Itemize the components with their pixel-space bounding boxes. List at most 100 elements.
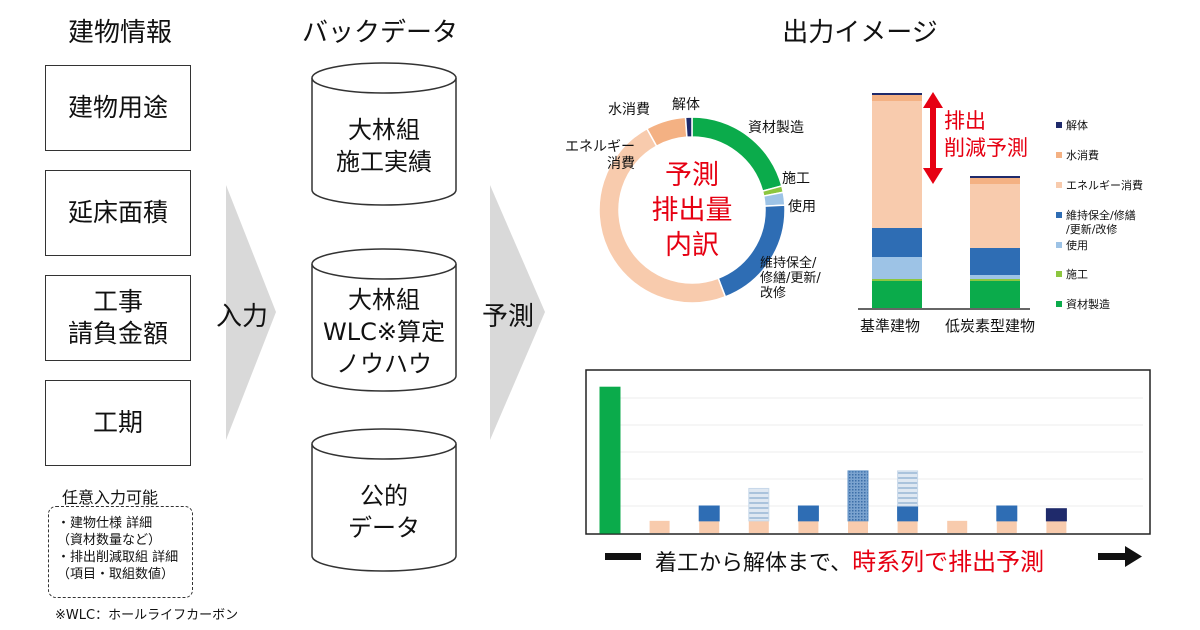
stacked-bar-segment (872, 93, 922, 95)
donut-label-maintenance: 維持保全/ 修繕/更新/ 改修 (760, 256, 821, 301)
legend-item: 維持保全/修繕 /更新/改修 (1056, 209, 1136, 237)
reduction-label: 排出 削減予測 (944, 109, 1028, 160)
donut-label-water: 水消費 (608, 102, 650, 118)
legend-label: 使用 (1066, 239, 1088, 252)
database-public-data: 公的 データ (311, 428, 457, 573)
timeline-bar-segment (748, 487, 770, 522)
timeline-bar-segment (947, 520, 968, 533)
database-wlc-knowhow: 大林組 WLC※算定 ノウハウ (311, 248, 457, 393)
input-box-contract: 工事 請負金額 (45, 275, 191, 361)
cylinder-icon (311, 62, 457, 206)
timeline-bar-segment (798, 520, 819, 533)
legend-label: 資材製造 (1066, 298, 1110, 311)
input-box-floor-area: 延床面積 (45, 170, 191, 256)
stacked-bar-segment (872, 101, 922, 228)
timeline-bar-segment (996, 520, 1017, 533)
timeline-bar-segment (996, 505, 1018, 522)
timeline-bar-segment (848, 520, 868, 533)
timeline-bar-segment (897, 505, 919, 522)
stacked-bar-segment (872, 281, 922, 308)
legend-swatch-icon (1056, 152, 1062, 158)
stacked-bar-segment (970, 178, 1020, 184)
heading-output: 出力イメージ (782, 18, 938, 48)
stacked-bar-segment (970, 281, 1020, 308)
legend-item: 資材製造 (1056, 298, 1110, 312)
heading-back-data: バックデータ (301, 18, 458, 48)
legend-swatch-icon (1056, 182, 1062, 188)
legend-swatch-icon (1056, 242, 1062, 248)
timeline-bar-segment (797, 505, 819, 522)
category-label-baseline: 基準建物 (860, 317, 921, 335)
timeline-bar-segment (748, 520, 769, 533)
timeline-bar-segment (649, 520, 670, 533)
legend-item: 施工 (1056, 268, 1088, 282)
timeline-caption-text: 着工から解体まで、 (655, 551, 853, 576)
footnote: ※WLC：ホールライフカーボン (55, 608, 239, 623)
timeline-bar-segment (698, 505, 720, 522)
legend-item: 解体 (1056, 119, 1088, 133)
heading-building-info: 建物情報 (67, 18, 172, 48)
legend-label: エネルギー消費 (1066, 179, 1143, 192)
optional-box: ・建物仕様 詳細 （資材数量など） ・排出削減取組 詳細 （項目・取組数値） (48, 506, 193, 598)
legend-item: 水消費 (1056, 149, 1099, 163)
donut-label-material: 資材製造 (748, 120, 804, 136)
timeline-bar-segment (1045, 508, 1067, 522)
donut-label-construction: 施工 (782, 171, 810, 187)
timeline-bar-segment (1046, 520, 1067, 533)
donut-center-label: 予測 排出量 内訳 (651, 160, 733, 261)
stacked-bar-segment (970, 184, 1020, 248)
legend-item: エネルギー消費 (1056, 179, 1143, 193)
timeline-caption-highlight: 時系列で排出予測 (852, 548, 1045, 576)
timeline-bar-segment (699, 520, 720, 533)
legend-swatch-icon (1056, 271, 1062, 277)
stacked-bar-segment (970, 176, 1020, 178)
reduction-arrow-icon (923, 92, 943, 184)
input-box-period: 工期 (45, 380, 191, 466)
optional-line: ・建物仕様 詳細 (57, 516, 153, 531)
stacked-bar-segment (872, 228, 922, 257)
optional-line: （資材数量など） (57, 533, 162, 548)
stacked-bar-segment (872, 279, 922, 281)
donut-label-demolition: 解体 (672, 97, 700, 113)
input-arrow (226, 185, 276, 440)
emission-breakdown-donut (598, 116, 786, 304)
input-box-usage: 建物用途 (45, 65, 191, 151)
legend-label: 水消費 (1066, 149, 1099, 162)
legend-item: 使用 (1056, 239, 1088, 253)
timeline-bar-segment (599, 386, 621, 534)
timeline-arrows (605, 546, 1142, 567)
legend-label: 施工 (1066, 268, 1088, 281)
timeline-emission-chart (585, 369, 1151, 535)
legend-label: 維持保全/修繕 /更新/改修 (1066, 209, 1136, 236)
legend-swatch-icon (1056, 122, 1062, 128)
timeline-arrow-right-icon (1098, 546, 1142, 567)
donut-label-use: 使用 (788, 199, 816, 215)
chart-frame (585, 369, 1151, 535)
predict-arrow (490, 185, 545, 440)
timeline-bar-segment (897, 470, 919, 507)
legend-swatch-icon (1056, 212, 1062, 218)
stacked-bar-segment (872, 257, 922, 279)
input-arrow-label: 入力 (216, 302, 269, 332)
donut-segment (684, 116, 693, 138)
timeline-caption: 着工から解体まで、時系列で排出予測 (655, 542, 1044, 577)
donut-label-energy: エネルギー 消費 (565, 139, 635, 172)
optional-title: 任意入力可能 (62, 488, 159, 507)
timeline-bar-segment (897, 520, 918, 533)
cylinder-icon (311, 428, 457, 572)
stacked-bar-segment (872, 95, 922, 101)
legend-swatch-icon (1056, 301, 1062, 307)
timeline-start-bar (605, 553, 641, 560)
timeline-bar-segment (847, 470, 869, 522)
cylinder-icon (311, 248, 457, 392)
database-construction-record: 大林組 施工実績 (311, 62, 457, 207)
stacked-comparison-chart (858, 93, 1030, 310)
stacked-bar-segment (970, 275, 1020, 279)
optional-line: ・排出削減取組 詳細 (57, 550, 179, 565)
legend-label: 解体 (1066, 119, 1088, 132)
category-label-low-carbon: 低炭素型建物 (945, 317, 1036, 335)
stacked-bar-segment (970, 248, 1020, 275)
stacked-bar-segment (970, 279, 1020, 281)
predict-arrow-label: 予測 (482, 302, 535, 332)
